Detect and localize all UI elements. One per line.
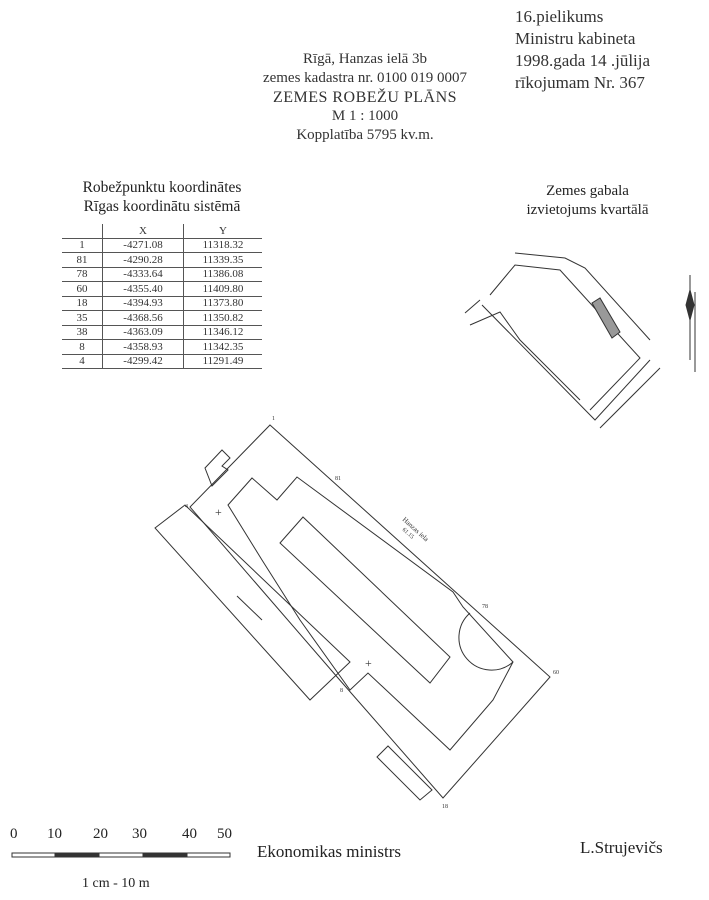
- address: Rīgā, Hanzas ielā 3b: [302, 51, 428, 67]
- point-number: 8: [62, 339, 103, 355]
- annex-header: 16.pielikums Ministru kabineta 1998.gada…: [515, 6, 650, 94]
- scale-caption: 1 cm - 10 m: [82, 876, 150, 891]
- west-building: [154, 504, 351, 701]
- y-coordinate: 11318.32: [183, 238, 262, 253]
- annex-line: 1998.gada 14 .jūlija: [515, 51, 651, 70]
- plan-title-block: Rīgā, Hanzas ielā 3b zemes kadastra nr. …: [220, 50, 510, 145]
- point-label: 18: [442, 804, 448, 810]
- annex-line: 16.pielikums: [515, 7, 604, 26]
- parcel-highlight: [591, 297, 621, 339]
- point-number: 60: [62, 281, 103, 297]
- heading-line: izvietojums kvartālā: [526, 202, 649, 218]
- heading-line: Rīgas koordinātu sistēmā: [83, 198, 241, 215]
- south-building: [376, 745, 433, 801]
- point-number: 38: [62, 325, 103, 340]
- y-coordinate: 11346.12: [183, 325, 262, 340]
- x-coordinate: -4271.08: [102, 238, 184, 253]
- point-label: 4: [185, 504, 188, 510]
- y-coordinate: 11339.35: [183, 252, 262, 268]
- y-coordinate: 11291.49: [183, 354, 262, 369]
- annex-line: rīkojumam Nr. 367: [515, 73, 645, 92]
- svg-text:+: +: [215, 505, 222, 519]
- point-number: 18: [62, 296, 103, 311]
- cadastre-number: zemes kadastra nr. 0100 019 0007: [262, 70, 468, 86]
- column-header: X: [102, 224, 184, 239]
- point-number: 4: [62, 354, 103, 369]
- coordinates-heading: Robežpunktu koordinātes Rīgas koordinātu…: [52, 178, 272, 216]
- column-header: Y: [183, 224, 262, 239]
- scale-bar: [11, 852, 231, 858]
- point-number: 78: [62, 267, 103, 282]
- heading-line: Zemes gabala: [546, 183, 629, 199]
- scale-tick: 30: [132, 826, 147, 842]
- total-area: Kopplatība 5795 kv.m.: [296, 127, 434, 143]
- scale-ratio: M 1 : 1000: [331, 108, 399, 124]
- heading-line: Robežpunktu koordinātes: [82, 179, 242, 196]
- scale-tick: 20: [93, 826, 108, 842]
- scale-tick: 40: [182, 826, 197, 842]
- inner-building: [279, 516, 451, 684]
- x-coordinate: -4368.56: [102, 310, 184, 326]
- scale-tick: 50: [217, 826, 232, 842]
- column-header: [62, 224, 103, 239]
- point-number: 81: [62, 252, 103, 268]
- y-coordinate: 11373.80: [183, 296, 262, 311]
- x-coordinate: -4363.09: [102, 325, 184, 340]
- location-heading: Zemes gabala izvietojums kvartālā: [495, 182, 680, 220]
- scale-tick: 0: [10, 826, 18, 842]
- x-coordinate: -4355.40: [102, 281, 184, 297]
- page-title: ZEMES ROBEŽU PLĀNS: [272, 89, 458, 106]
- point-label: 78: [482, 604, 488, 610]
- point-number: 1: [62, 238, 103, 253]
- outbuilding: [204, 449, 231, 487]
- y-coordinate: 11386.08: [183, 267, 262, 282]
- y-coordinate: 11342.35: [183, 339, 262, 355]
- svg-text:+: +: [365, 656, 372, 670]
- x-coordinate: -4333.64: [102, 267, 184, 282]
- courtyard-building: [227, 476, 514, 751]
- location-map: [464, 252, 696, 429]
- y-coordinate: 11409.80: [183, 281, 262, 297]
- signatory-position: Ekonomikas ministrs: [257, 842, 402, 861]
- boundary-plan: + + Hanzas iela 61.15 1 81 78 60 18 8 4: [154, 416, 559, 810]
- parcel-boundary: [189, 424, 551, 799]
- scale-tick: 10: [47, 826, 62, 842]
- point-label: 8: [340, 688, 343, 694]
- y-coordinate: 11350.82: [183, 310, 262, 326]
- x-coordinate: -4299.42: [102, 354, 184, 369]
- north-arrow-head: [685, 288, 695, 322]
- point-label: 60: [553, 670, 559, 676]
- x-coordinate: -4358.93: [102, 339, 184, 355]
- point-label: 81: [335, 476, 341, 482]
- x-coordinate: -4290.28: [102, 252, 184, 268]
- point-label: 1: [272, 416, 275, 422]
- x-coordinate: -4394.93: [102, 296, 184, 311]
- signatory-name: L.Strujevičs: [580, 838, 663, 857]
- point-number: 35: [62, 310, 103, 326]
- annex-line: Ministru kabineta: [515, 29, 636, 48]
